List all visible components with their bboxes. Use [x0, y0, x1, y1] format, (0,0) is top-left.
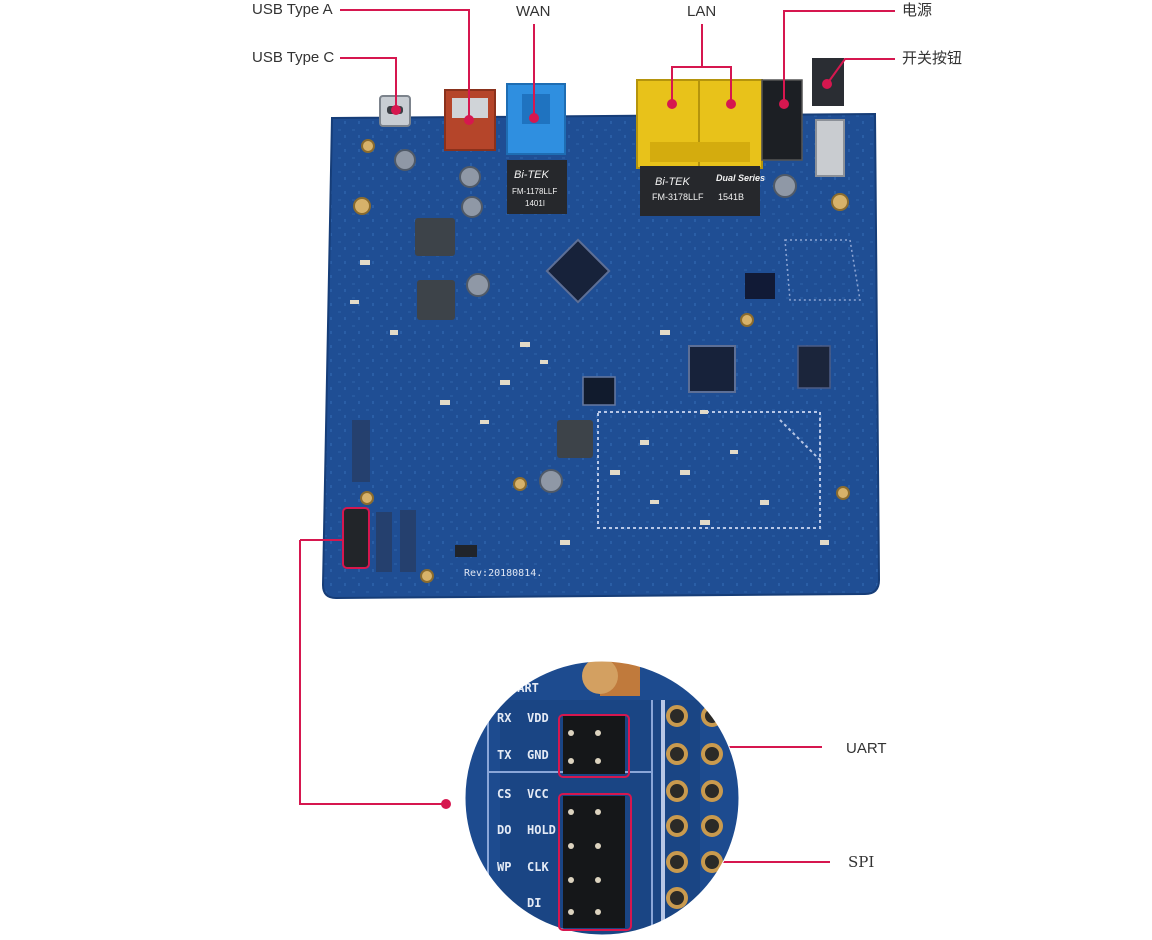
zoom-pin-labels: RX VDD TX GND CS VCC DO HOLD WP CLK ND D…	[497, 711, 556, 910]
svg-text:GND: GND	[527, 748, 549, 762]
svg-text:DI: DI	[527, 896, 541, 910]
wifi-chip	[688, 345, 736, 393]
uart-label: UART	[846, 740, 887, 757]
power-switch-label: 开关按钮	[902, 50, 963, 67]
spi-label: SPI	[848, 853, 875, 871]
lan-transformer: Bi-TEK Dual Series FM-3178LLF 1541B	[640, 166, 765, 216]
svg-text:FM-1178LLF: FM-1178LLF	[512, 187, 557, 196]
inductor-2	[417, 280, 455, 320]
svg-text:RX: RX	[497, 711, 512, 725]
power-jack	[761, 79, 803, 161]
memory-chip	[797, 345, 831, 389]
debug-header-pins	[343, 508, 369, 568]
mounting-holes	[353, 139, 850, 583]
svg-text:Bi-TEK: Bi-TEK	[655, 176, 691, 188]
smd-components	[350, 260, 829, 557]
uart-highlight	[558, 714, 630, 778]
svg-text:CS: CS	[497, 787, 511, 801]
left-debug-header	[352, 420, 416, 572]
svg-text:Bi-TEK: Bi-TEK	[514, 169, 550, 181]
power-label: 电源	[902, 2, 933, 19]
usb-type-c-label: USB Type C	[252, 49, 335, 66]
svg-text:DO: DO	[497, 823, 511, 837]
svg-text:1541B: 1541B	[718, 192, 744, 202]
debug-header-highlight	[342, 507, 370, 569]
wan-label: WAN	[516, 3, 551, 20]
svg-text:VCC: VCC	[527, 787, 549, 801]
inductor-1	[415, 218, 455, 256]
svg-text:TX: TX	[497, 748, 512, 762]
inductor-3	[557, 420, 593, 458]
svg-text:HOLD: HOLD	[527, 823, 556, 837]
zoom-inset: UART RX VDD TX GND CS VCC DO HOLD WP CLK…	[464, 660, 740, 936]
pcb-board: Rev:20180814. Bi-TEK FM-1178LLF 1401I Bi…	[321, 58, 881, 600]
small-ic	[582, 376, 616, 406]
callout-lines	[299, 9, 895, 863]
lan-label: LAN	[687, 3, 717, 20]
usb-type-a-label: USB Type A	[252, 1, 333, 18]
svg-text:CLK: CLK	[527, 860, 549, 874]
svg-text:VDD: VDD	[527, 711, 549, 725]
svg-text:1401I: 1401I	[525, 199, 545, 208]
crystal-chip	[745, 273, 775, 299]
callout-dots	[391, 79, 832, 809]
soc-chip	[545, 238, 611, 304]
spi-highlight	[558, 793, 632, 931]
svg-text:Dual Series: Dual Series	[716, 173, 765, 183]
svg-text:WP: WP	[497, 860, 511, 874]
svg-text:FM-3178LLF: FM-3178LLF	[652, 192, 704, 202]
svg-text:ND: ND	[497, 896, 511, 910]
capacitors	[394, 149, 797, 493]
wan-transformer: Bi-TEK FM-1178LLF 1401I	[507, 160, 567, 214]
board-revision: Rev:20180814.	[464, 568, 542, 579]
rf-shield-outline	[597, 411, 821, 529]
